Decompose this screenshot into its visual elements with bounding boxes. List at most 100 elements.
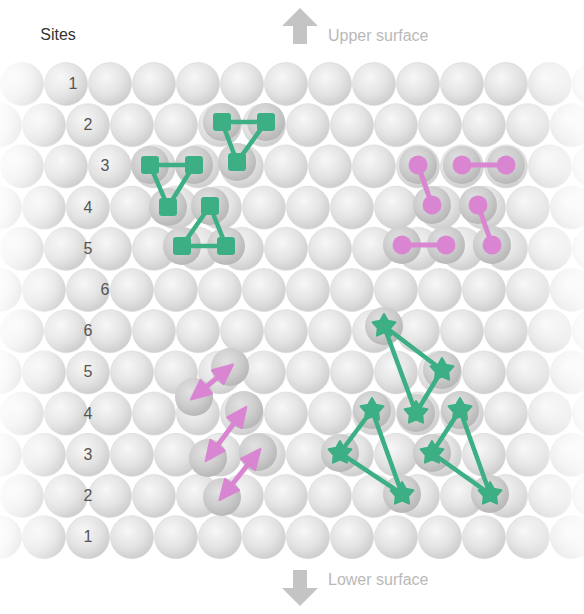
- lattice-sphere: [265, 392, 308, 435]
- sphere-lattice: [0, 63, 584, 559]
- occupied-site: [441, 391, 479, 429]
- square-trimer: [141, 156, 203, 216]
- lattice-sphere: [397, 392, 440, 435]
- lattice-sphere: [111, 351, 154, 394]
- square-atom: [201, 197, 219, 215]
- lattice-sphere: [287, 104, 330, 147]
- square-atom: [228, 153, 246, 171]
- lattice-sphere: [177, 310, 220, 353]
- lattice-sphere: [111, 433, 154, 476]
- lattice-sphere: [111, 269, 154, 312]
- surface-label: Lower surface: [328, 571, 429, 589]
- lattice-sphere: [199, 269, 242, 312]
- lattice-sphere: [287, 269, 330, 312]
- lattice-sphere: [309, 227, 352, 270]
- lattice-sphere: [243, 186, 286, 229]
- round-atom: [483, 236, 502, 255]
- occupied-site: [413, 186, 451, 224]
- square-trimer: [173, 197, 235, 255]
- dumbbell-dimer: [469, 196, 502, 255]
- lattice-sphere: [89, 145, 132, 188]
- site-number: 5: [84, 363, 93, 381]
- star-atom: [421, 441, 444, 463]
- square-atom: [257, 113, 275, 131]
- star-trimer: [329, 398, 414, 504]
- lattice-sphere: [287, 516, 330, 559]
- lattice-sphere: [375, 516, 418, 559]
- star-atom: [405, 401, 428, 423]
- site-number: 2: [84, 487, 93, 505]
- site-number: 1: [69, 75, 78, 93]
- occupied-site: [365, 307, 403, 345]
- square-trimer: [213, 113, 275, 171]
- lattice-sphere: [419, 516, 462, 559]
- lattice-sphere: [397, 145, 440, 188]
- occupied-site: [471, 475, 509, 513]
- square-atom: [159, 198, 177, 216]
- lattice-sphere: [397, 310, 440, 353]
- star-trimer: [421, 398, 502, 504]
- site-number: 6: [101, 281, 110, 299]
- occupied-site: [383, 475, 421, 513]
- site-number: 6: [84, 322, 93, 340]
- star-atom: [329, 441, 352, 463]
- lattice-sphere: [221, 63, 264, 106]
- square-atom: [185, 156, 203, 174]
- square-atom: [141, 156, 159, 174]
- lattice-sphere: [287, 351, 330, 394]
- lattice-sphere: [89, 227, 132, 270]
- lattice-sphere: [309, 63, 352, 106]
- site-number: 5: [84, 240, 93, 258]
- occupied-site: [399, 146, 437, 184]
- lattice-sphere: [133, 63, 176, 106]
- lattice-sphere: [89, 392, 132, 435]
- occupied-site: [397, 394, 435, 432]
- lattice-sphere: [89, 63, 132, 106]
- lattice-sphere: [111, 104, 154, 147]
- lattice-sphere: [133, 392, 176, 435]
- square-atom: [173, 237, 191, 255]
- lattice-sphere: [331, 269, 374, 312]
- edge-fade: [514, 60, 584, 560]
- occupied-site: [149, 188, 187, 226]
- round-atom: [469, 196, 488, 215]
- edge-fade: [0, 60, 70, 560]
- lattice-sphere: [463, 269, 506, 312]
- star-atom: [449, 398, 472, 420]
- lattice-sphere: [397, 63, 440, 106]
- site-number: 3: [101, 157, 110, 175]
- lattice-sphere: [287, 186, 330, 229]
- arrow-head-atom: [220, 479, 240, 500]
- lattice-sphere: [155, 516, 198, 559]
- arrow-head-atom: [212, 364, 233, 384]
- arrow-dimer: [220, 449, 261, 500]
- site-number: 2: [84, 116, 93, 134]
- lattice-sphere: [177, 63, 220, 106]
- occupied-site: [353, 391, 391, 429]
- round-atom: [497, 156, 516, 175]
- occupied-site: [413, 434, 451, 472]
- occupied-site: [321, 434, 359, 472]
- down-arrow: [282, 570, 318, 606]
- lattice-sphere: [463, 516, 506, 559]
- lattice-sphere: [221, 310, 264, 353]
- lattice-sphere: [243, 269, 286, 312]
- round-atom: [437, 236, 456, 255]
- lattice-sphere: [441, 310, 484, 353]
- lattice-sphere: [89, 310, 132, 353]
- lattice-sphere: [265, 227, 308, 270]
- arrow-dimer: [191, 364, 233, 399]
- round-atom: [393, 236, 412, 255]
- lattice-sphere: [155, 104, 198, 147]
- occupied-site: [473, 226, 511, 264]
- round-atom: [453, 156, 472, 175]
- dumbbell-dimer: [453, 156, 516, 175]
- lattice-sphere: [67, 516, 110, 559]
- star-trimer: [373, 314, 454, 423]
- lattice-sphere: [243, 516, 286, 559]
- lattice-sphere: [309, 475, 352, 518]
- lattice-sphere: [265, 145, 308, 188]
- lattice-sphere: [375, 186, 418, 229]
- surface-label: Upper surface: [328, 27, 429, 45]
- round-atom: [409, 156, 428, 175]
